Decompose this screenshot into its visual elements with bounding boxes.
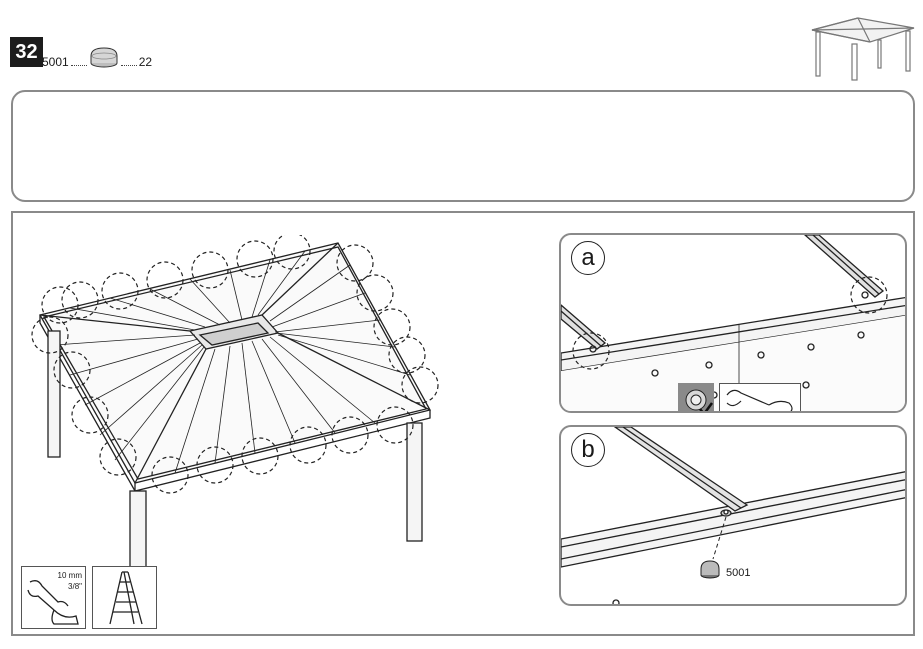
checkmark-icon [699, 402, 714, 411]
part-code: 5001 [42, 55, 69, 69]
part-quantity: 22 [138, 55, 153, 69]
cap-nut-icon [90, 47, 118, 68]
gazebo-roof-illustration [31, 235, 439, 575]
cap-nut-icon [700, 560, 720, 579]
detail-a-label: a [571, 241, 605, 275]
dotted-leader [120, 65, 137, 66]
detail-a-panel: a [559, 233, 907, 413]
wrench-icon [27, 580, 79, 625]
gazebo-thumbnail-icon [811, 17, 915, 81]
wrench-size-in: 3/8" [68, 582, 82, 591]
wrench-icon [726, 389, 793, 411]
main-assembly-panel [11, 211, 915, 636]
parts-row: 5001 22 [42, 45, 152, 69]
parts-panel [11, 90, 915, 202]
wrench-size-mm: 10 mm [57, 571, 82, 580]
detail-b-part-callout: 5001 [726, 567, 751, 579]
detail-b-panel: b 5001 [559, 425, 907, 606]
detail-b-illustration [561, 427, 905, 604]
wrench-hand-box [719, 383, 801, 411]
step-number: 32 [10, 37, 43, 67]
detail-a-illustration [561, 235, 905, 411]
dotted-leader [70, 65, 87, 66]
detail-b-label: b [571, 433, 605, 467]
ladder-icon [109, 571, 143, 625]
nut-closeup [678, 383, 714, 411]
cap-nut-icon [685, 389, 707, 411]
